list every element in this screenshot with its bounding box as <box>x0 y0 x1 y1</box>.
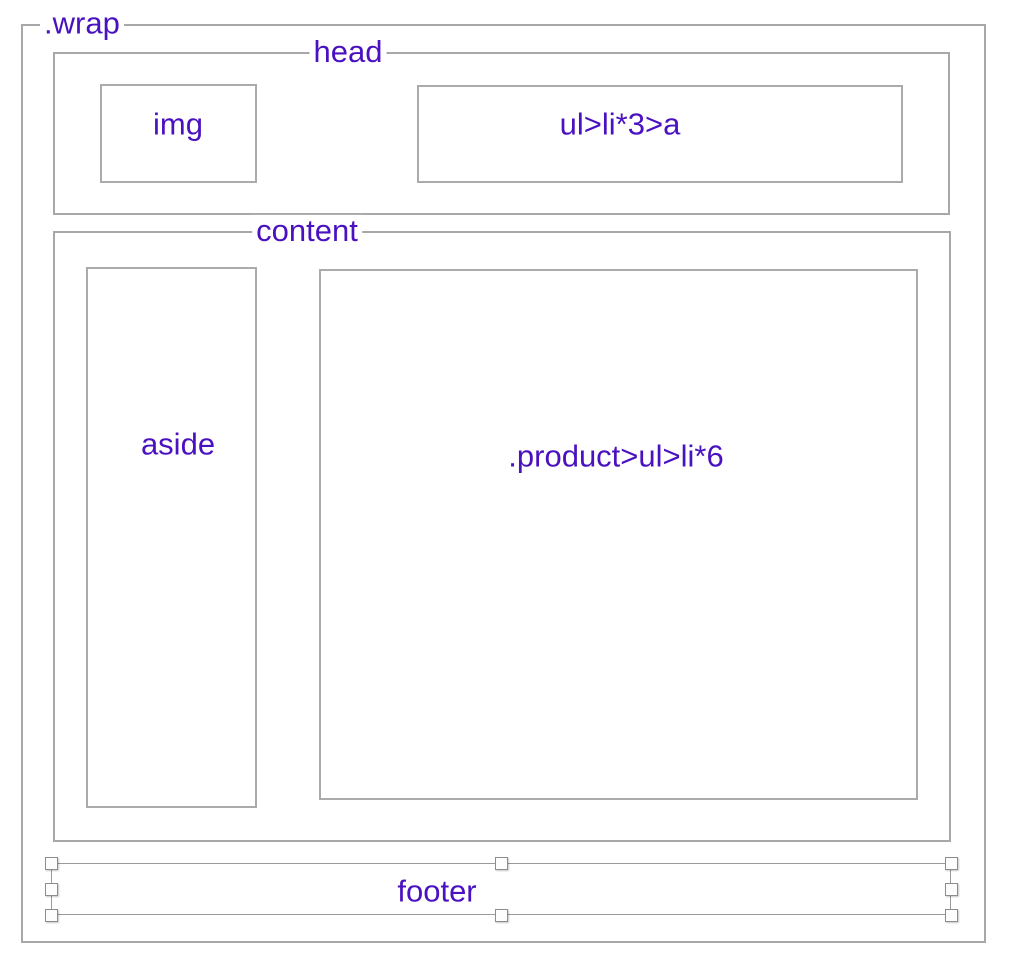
aside-box[interactable] <box>86 267 257 808</box>
resize-handle-bottom-center[interactable] <box>495 909 508 922</box>
resize-handle-top-right[interactable] <box>945 857 958 870</box>
resize-handle-middle-right[interactable] <box>945 883 958 896</box>
resize-handle-middle-left[interactable] <box>45 883 58 896</box>
footer-label: footer <box>393 875 481 907</box>
img-label: img <box>149 108 207 140</box>
img-box[interactable] <box>100 84 257 183</box>
head-box[interactable] <box>53 52 950 215</box>
wrap-box[interactable] <box>21 24 986 943</box>
product-box[interactable] <box>319 269 918 800</box>
content-box[interactable] <box>53 231 951 842</box>
product-label: .product>ul>li*6 <box>504 440 728 472</box>
resize-handle-top-left[interactable] <box>45 857 58 870</box>
nav-label: ul>li*3>a <box>555 108 685 140</box>
resize-handle-bottom-left[interactable] <box>45 909 58 922</box>
aside-label: aside <box>136 428 220 460</box>
head-label: head <box>309 35 387 67</box>
resize-handle-bottom-right[interactable] <box>945 909 958 922</box>
content-label: content <box>252 214 362 246</box>
footer-box[interactable] <box>51 863 951 915</box>
nav-box[interactable] <box>417 85 903 183</box>
wrap-label: .wrap <box>40 7 124 39</box>
resize-handle-top-center[interactable] <box>495 857 508 870</box>
